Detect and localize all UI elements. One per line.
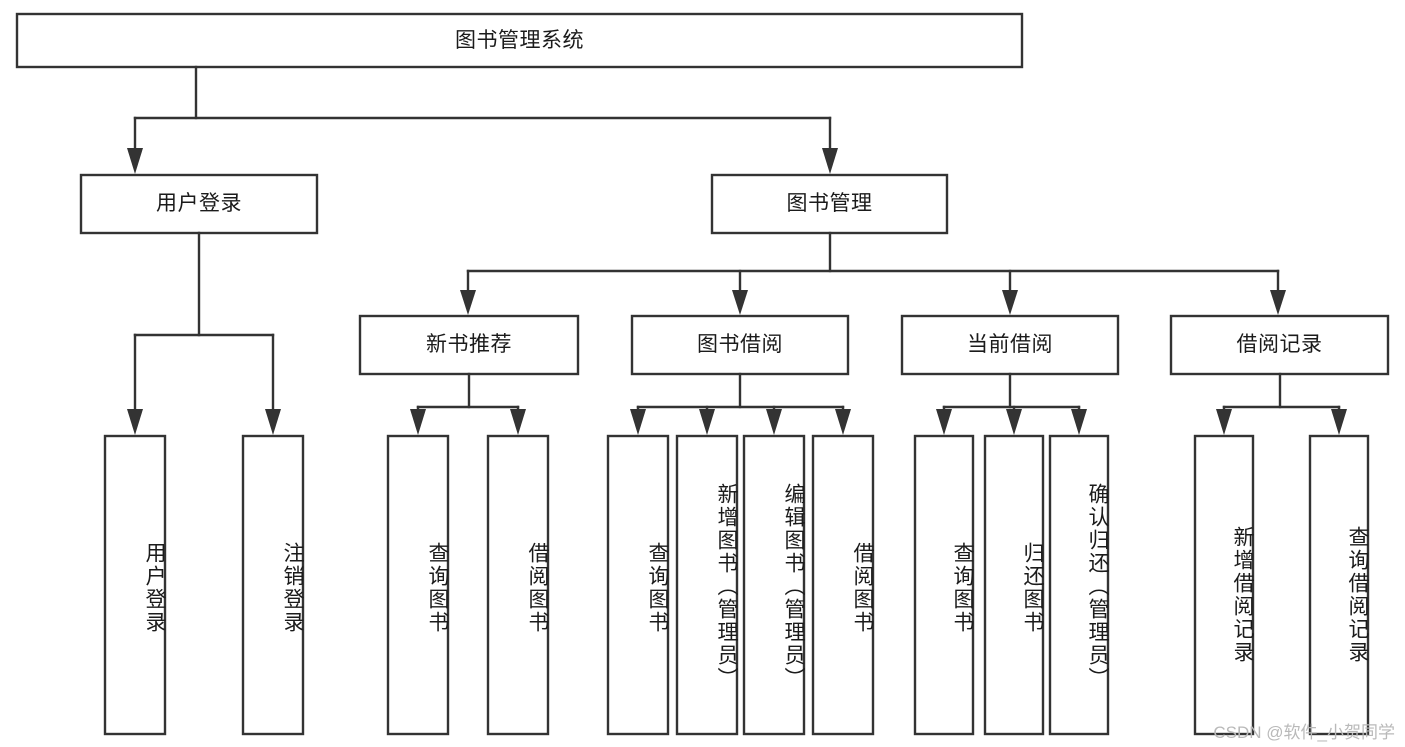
arrow-head-icon [1002, 290, 1018, 315]
node-box-current-borrow[interactable] [900, 314, 1120, 376]
arrow-head-icon [127, 409, 143, 435]
arrow-head-icon [510, 409, 526, 435]
arrow-head-icon [699, 409, 715, 435]
node-box-user-login[interactable] [79, 173, 319, 235]
arrow-head-icon [1331, 409, 1347, 435]
node-box-leaf[interactable] [742, 434, 806, 736]
arrow-head-icon [936, 409, 952, 435]
node-box-leaf[interactable] [675, 434, 739, 736]
node-box-leaf[interactable] [606, 434, 670, 736]
arrow-head-icon [630, 409, 646, 435]
arrow-head-icon [822, 148, 838, 174]
arrow-head-icon [1216, 409, 1232, 435]
arrow-head-icon [410, 409, 426, 435]
arrow-head-icon [1270, 290, 1286, 315]
node-box-leaf[interactable] [983, 434, 1045, 736]
arrow-head-icon [1071, 409, 1087, 435]
arrow-head-icon [265, 409, 281, 435]
arrow-head-icon [732, 290, 748, 315]
node-box-leaf[interactable] [1048, 434, 1110, 736]
node-box-leaf[interactable] [1193, 434, 1255, 736]
node-box-leaf[interactable] [103, 434, 167, 736]
arrow-head-icon [766, 409, 782, 435]
arrow-head-icon [1006, 409, 1022, 435]
arrow-head-icon [835, 409, 851, 435]
node-box-leaf[interactable] [1308, 434, 1370, 736]
node-box-leaf[interactable] [241, 434, 305, 736]
node-box-leaf[interactable] [386, 434, 450, 736]
node-box-leaf[interactable] [913, 434, 975, 736]
node-box-new-book-rec[interactable] [358, 314, 580, 376]
node-box-leaf[interactable] [486, 434, 550, 736]
node-box-root[interactable] [15, 12, 1024, 69]
node-box-book-manage[interactable] [710, 173, 949, 235]
arrow-head-icon [460, 290, 476, 315]
node-box-book-borrow[interactable] [630, 314, 850, 376]
node-box-borrow-record[interactable] [1169, 314, 1390, 376]
node-box-leaf[interactable] [811, 434, 875, 736]
arrow-head-icon [127, 148, 143, 174]
